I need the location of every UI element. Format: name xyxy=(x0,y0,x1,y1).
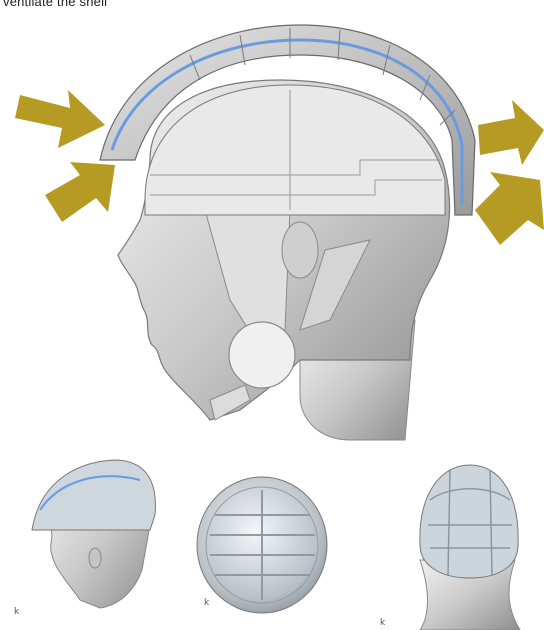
thumbnail-rear-helmet xyxy=(420,465,518,578)
arrow-in-lower xyxy=(45,162,115,222)
thumbnail-rear-view: k xyxy=(380,465,520,630)
thumbnail-top-mark: k xyxy=(204,598,210,608)
arrow-out-lower xyxy=(475,172,544,245)
chin-buckle xyxy=(229,322,295,388)
thumbnail-top-view: k xyxy=(197,477,327,613)
thumbnail-side-helmet xyxy=(32,460,155,530)
ear xyxy=(282,222,318,278)
thumbnail-rear-mark: k xyxy=(380,618,386,628)
arrow-in-upper xyxy=(15,90,105,148)
thumbnail-side-mark: k xyxy=(14,607,20,617)
arrow-out-upper xyxy=(478,100,544,165)
helmet-main-figure xyxy=(15,25,544,440)
thumbnail-side-view: k xyxy=(14,460,155,617)
